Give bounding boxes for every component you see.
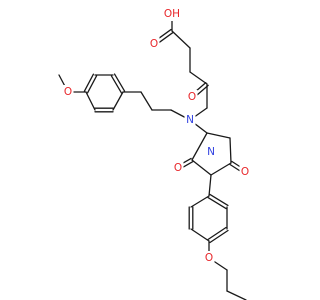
- carboxyl-oh-atom: OH: [163, 7, 181, 21]
- bond: [229, 137, 232, 164]
- bond: [226, 290, 247, 300]
- imide-o-left-atom: O: [172, 161, 184, 175]
- methoxy-o-label: O: [64, 86, 72, 98]
- bond: [140, 91, 153, 111]
- ether-o-label: O: [205, 252, 213, 264]
- double-bond: [110, 75, 123, 94]
- bond: [206, 132, 231, 139]
- double-bond: [207, 226, 227, 241]
- imide-o-left-label: O: [174, 162, 182, 174]
- bond: [208, 174, 212, 197]
- imide-o-right-atom: O: [239, 165, 251, 179]
- double-bond: [83, 73, 95, 92]
- amine-n-atom: N: [184, 113, 196, 127]
- bond: [112, 91, 124, 111]
- double-bond: [113, 73, 126, 92]
- methoxy-o-atom: O: [62, 85, 74, 99]
- bond: [210, 162, 232, 176]
- amide-o-atom: O: [186, 90, 198, 104]
- amide-o-label: O: [188, 91, 196, 103]
- bond: [171, 30, 191, 49]
- carboxyl-oh-label: OH: [164, 8, 180, 20]
- bond: [189, 71, 208, 85]
- imide-n-label: N: [207, 146, 215, 158]
- ether-o-atom: O: [203, 251, 215, 265]
- carboxyl-o-atom: O: [148, 37, 160, 51]
- carboxyl-o-label: O: [150, 38, 158, 50]
- double-bond: [209, 193, 229, 207]
- bonds: [58, 13, 247, 300]
- bond: [190, 195, 210, 208]
- double-bond: [209, 229, 229, 244]
- bond: [190, 228, 210, 242]
- bond: [191, 132, 208, 161]
- imide-o-right-label: O: [241, 166, 249, 178]
- double-bond: [86, 75, 98, 94]
- double-bond: [207, 196, 227, 210]
- bond: [85, 91, 96, 111]
- bond: [191, 159, 212, 176]
- imide-n-atom: N: [205, 145, 217, 159]
- amine-n-label: N: [186, 114, 194, 126]
